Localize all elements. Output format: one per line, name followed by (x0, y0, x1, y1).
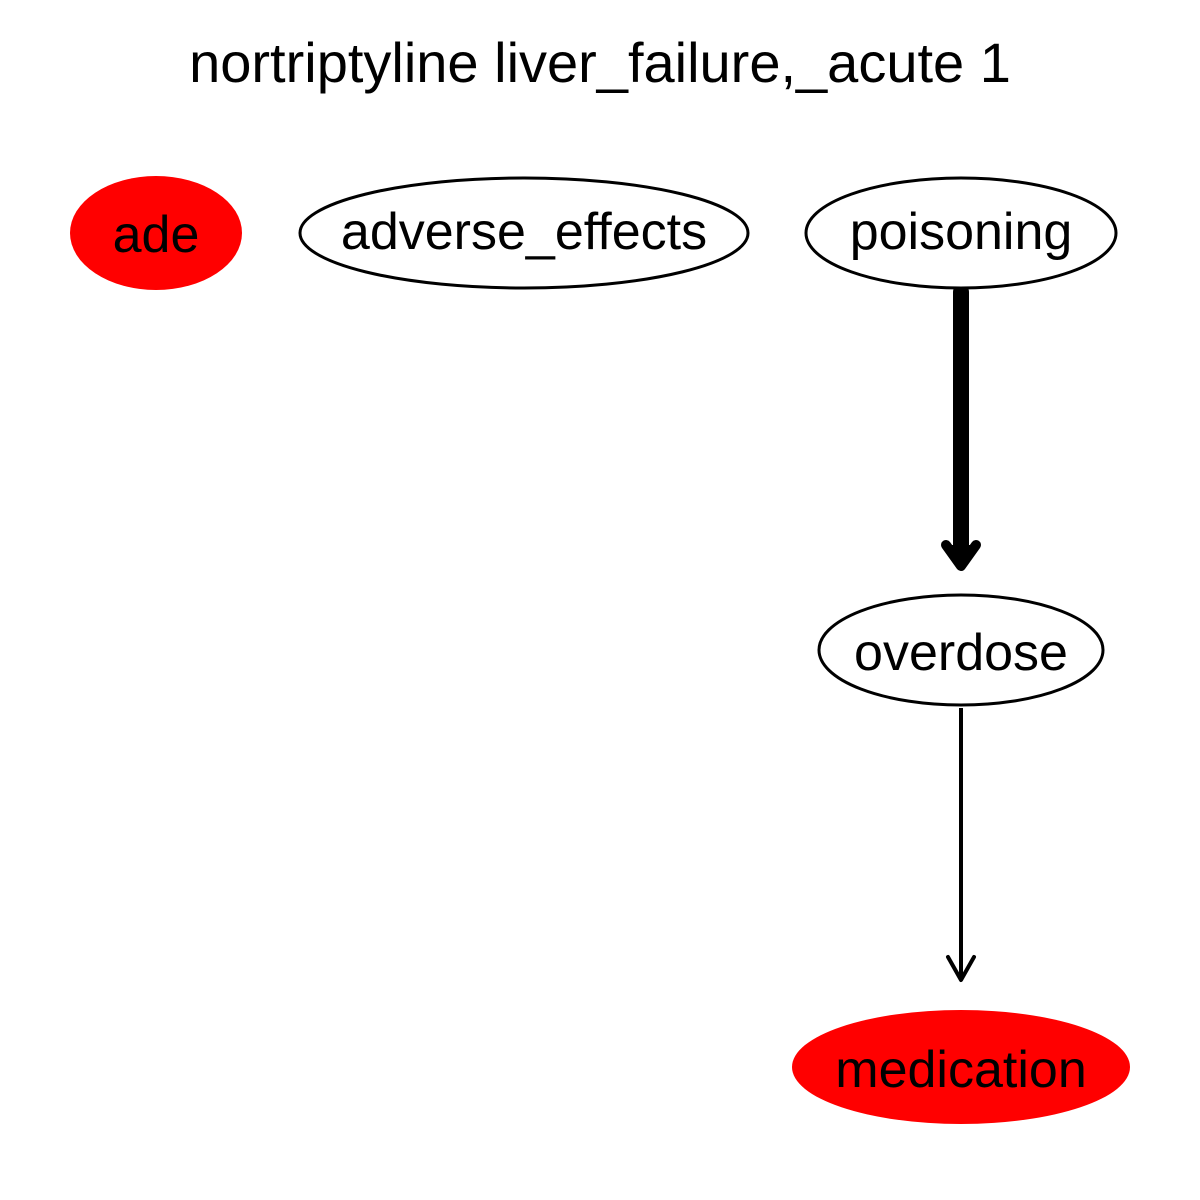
node-label: medication (835, 1041, 1086, 1099)
node-label: adverse_effects (341, 203, 707, 261)
node-shape (804, 176, 1118, 290)
diagram-title: nortriptyline liver_failure,_acute 1 (189, 31, 1011, 94)
node-label: overdose (854, 624, 1068, 682)
node-label: ade (113, 206, 200, 264)
node-ade[interactable]: ade (70, 176, 242, 290)
node-shape (298, 176, 750, 290)
node-shape (817, 593, 1105, 707)
node-poisoning[interactable]: poisoning (804, 176, 1118, 290)
node-shape (792, 1010, 1130, 1124)
arrowhead-icon (941, 540, 981, 571)
node-shape (70, 176, 242, 290)
node-adverse-effects[interactable]: adverse_effects (298, 176, 750, 290)
node-label: poisoning (850, 203, 1073, 261)
arrowhead-icon (946, 955, 976, 982)
edge-poisoning-overdose (941, 284, 981, 571)
edge-overdose-medication (946, 708, 976, 982)
node-overdose[interactable]: overdose (817, 593, 1105, 707)
node-medication[interactable]: medication (792, 1010, 1130, 1124)
